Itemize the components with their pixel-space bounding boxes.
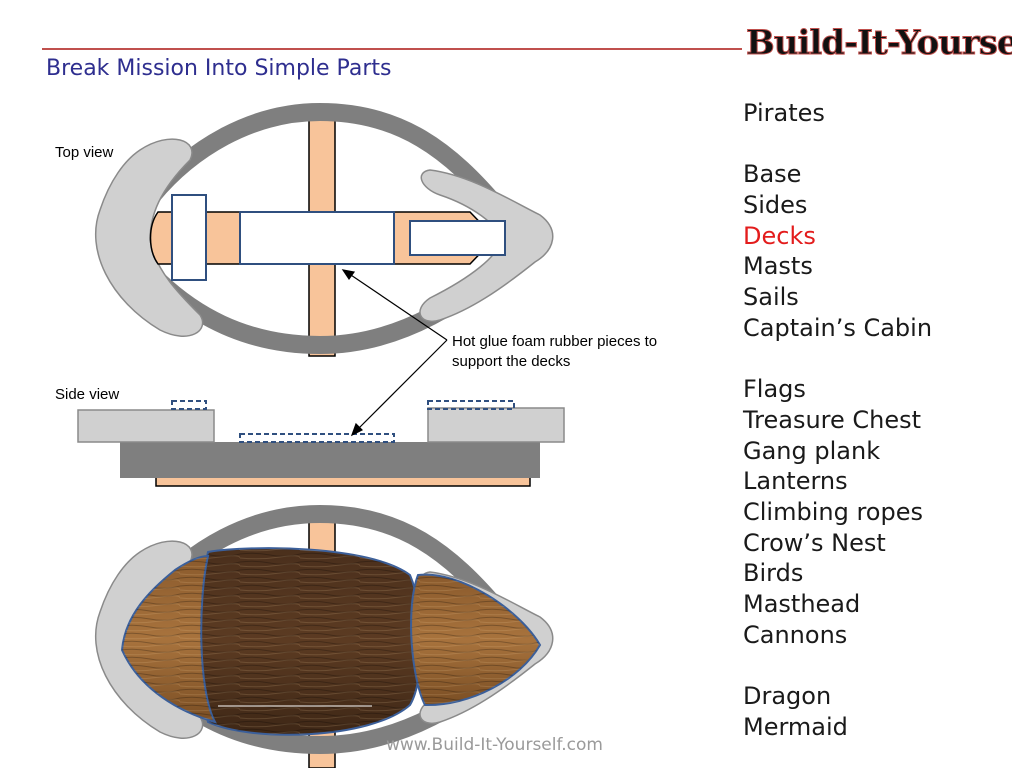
textured-main-deck-grain [200, 548, 422, 735]
parts-list-spacer [743, 650, 932, 681]
side-view [77, 400, 565, 487]
parts-list-item: Sides [743, 191, 808, 220]
footer-url[interactable]: www.Build-It-Yourself.com [386, 735, 603, 755]
hull-side-right [419, 169, 554, 323]
parts-list-spacer [743, 344, 932, 375]
svg-text:Build-It-Yourself: Build-It-Yourself [746, 23, 1012, 63]
side-rear-block [77, 409, 215, 443]
side-view-label: Side view [55, 386, 120, 403]
top-view-label: Top view [55, 144, 114, 161]
textured-front-deck-grain [411, 574, 540, 706]
slide-title: Break Mission Into Simple Parts [46, 56, 392, 81]
parts-list-item: Gang plank [743, 436, 881, 465]
side-main-deck [239, 433, 395, 443]
side-rear-deck [171, 400, 207, 410]
parts-list-item: Pirates [743, 99, 825, 127]
textured-top-view [95, 504, 554, 768]
parts-list-item: Decks [743, 221, 816, 250]
parts-list-item: Climbing ropes [743, 497, 923, 526]
parts-list-item: Flags [743, 375, 806, 404]
top-view [95, 102, 554, 357]
rear-deck [171, 194, 207, 281]
front-deck [409, 220, 506, 256]
hull-side-left [95, 138, 204, 337]
parts-list-item: Masts [743, 252, 813, 281]
parts-list-item: Birds [743, 559, 804, 588]
textured-rear-deck-grain [122, 556, 215, 722]
parts-list-item: Masthead [743, 590, 861, 618]
side-hull [120, 442, 540, 478]
parts-list-item: Cannons [743, 620, 848, 649]
parts-list-item: Crow’s Nest [743, 528, 886, 557]
ship-diagram [77, 102, 565, 768]
parts-list-item: Base [743, 160, 802, 189]
side-front-block [427, 407, 565, 443]
parts-list-item: Treasure Chest [743, 405, 922, 434]
parts-list-item: Dragon [743, 682, 832, 711]
glue-callout: Hot glue foam rubber pieces to support t… [452, 333, 658, 370]
build-it-yourself-logo: Build-It-Yourself [746, 23, 1013, 64]
callout-arrows [341, 269, 448, 437]
header-rule [42, 48, 742, 50]
parts-list-item: Mermaid [743, 712, 848, 741]
main-deck [239, 211, 395, 265]
parts-list-spacer [743, 129, 932, 160]
parts-list-item: Lanterns [743, 467, 848, 496]
parts-list-item: Captain’s Cabin [743, 313, 933, 342]
side-front-deck [427, 400, 515, 410]
parts-list-item: Sails [743, 283, 799, 312]
